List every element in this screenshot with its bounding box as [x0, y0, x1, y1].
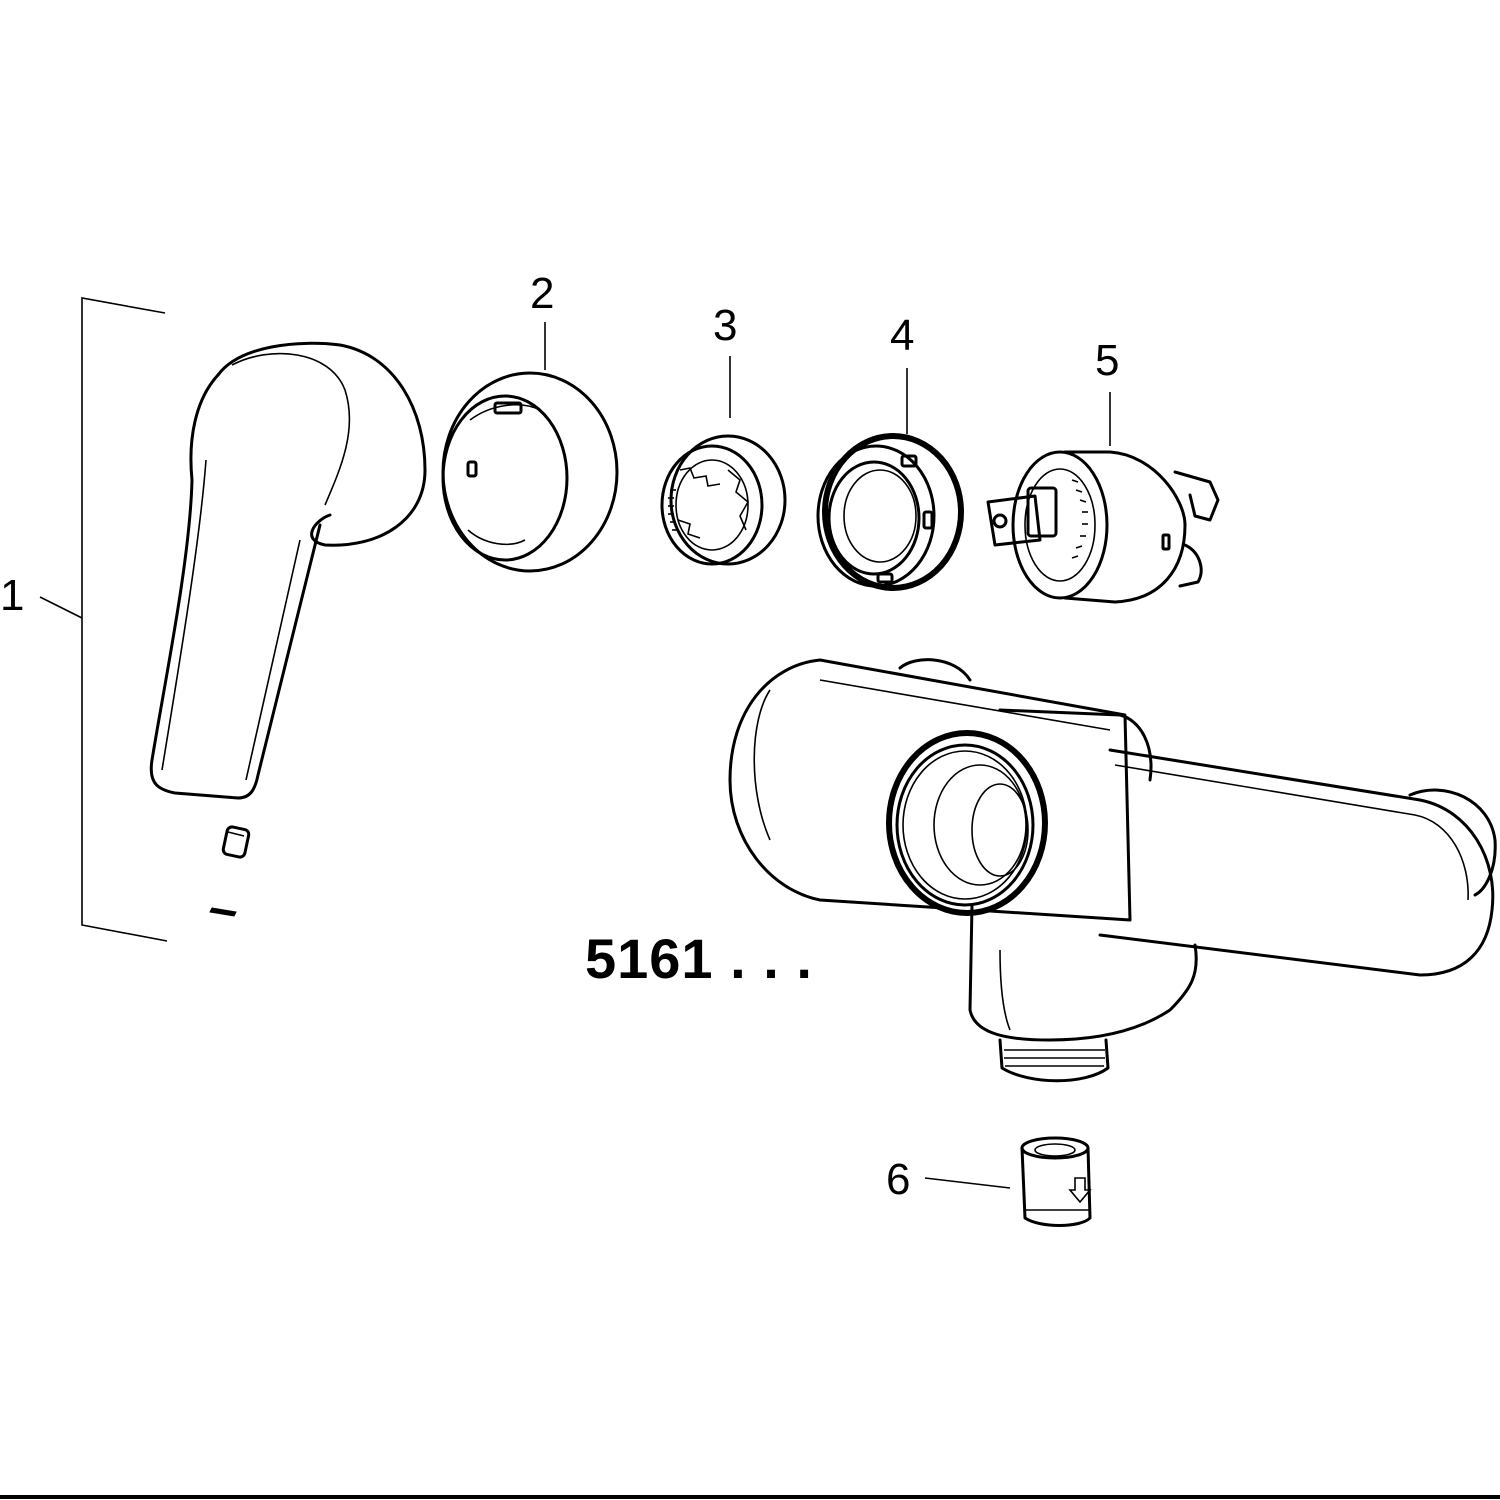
mixer-body-icon	[728, 658, 1497, 1083]
escutcheon-rosette-icon	[441, 371, 619, 573]
lever-handle-icon	[39, 297, 427, 942]
callout-1: 1	[0, 571, 24, 620]
mixer-cartridge-icon	[986, 450, 1220, 604]
callout-2: 2	[530, 269, 554, 318]
check-valve-insert-icon	[924, 1136, 1092, 1227]
callout-3: 3	[713, 301, 737, 350]
model-number: 5161 . . .	[585, 927, 813, 990]
callout-5: 5	[1095, 336, 1119, 385]
threaded-nut-ring-icon	[816, 433, 964, 591]
callout-6: 6	[886, 1155, 910, 1204]
adapter-ring-icon	[660, 434, 787, 566]
callout-4: 4	[890, 311, 914, 360]
